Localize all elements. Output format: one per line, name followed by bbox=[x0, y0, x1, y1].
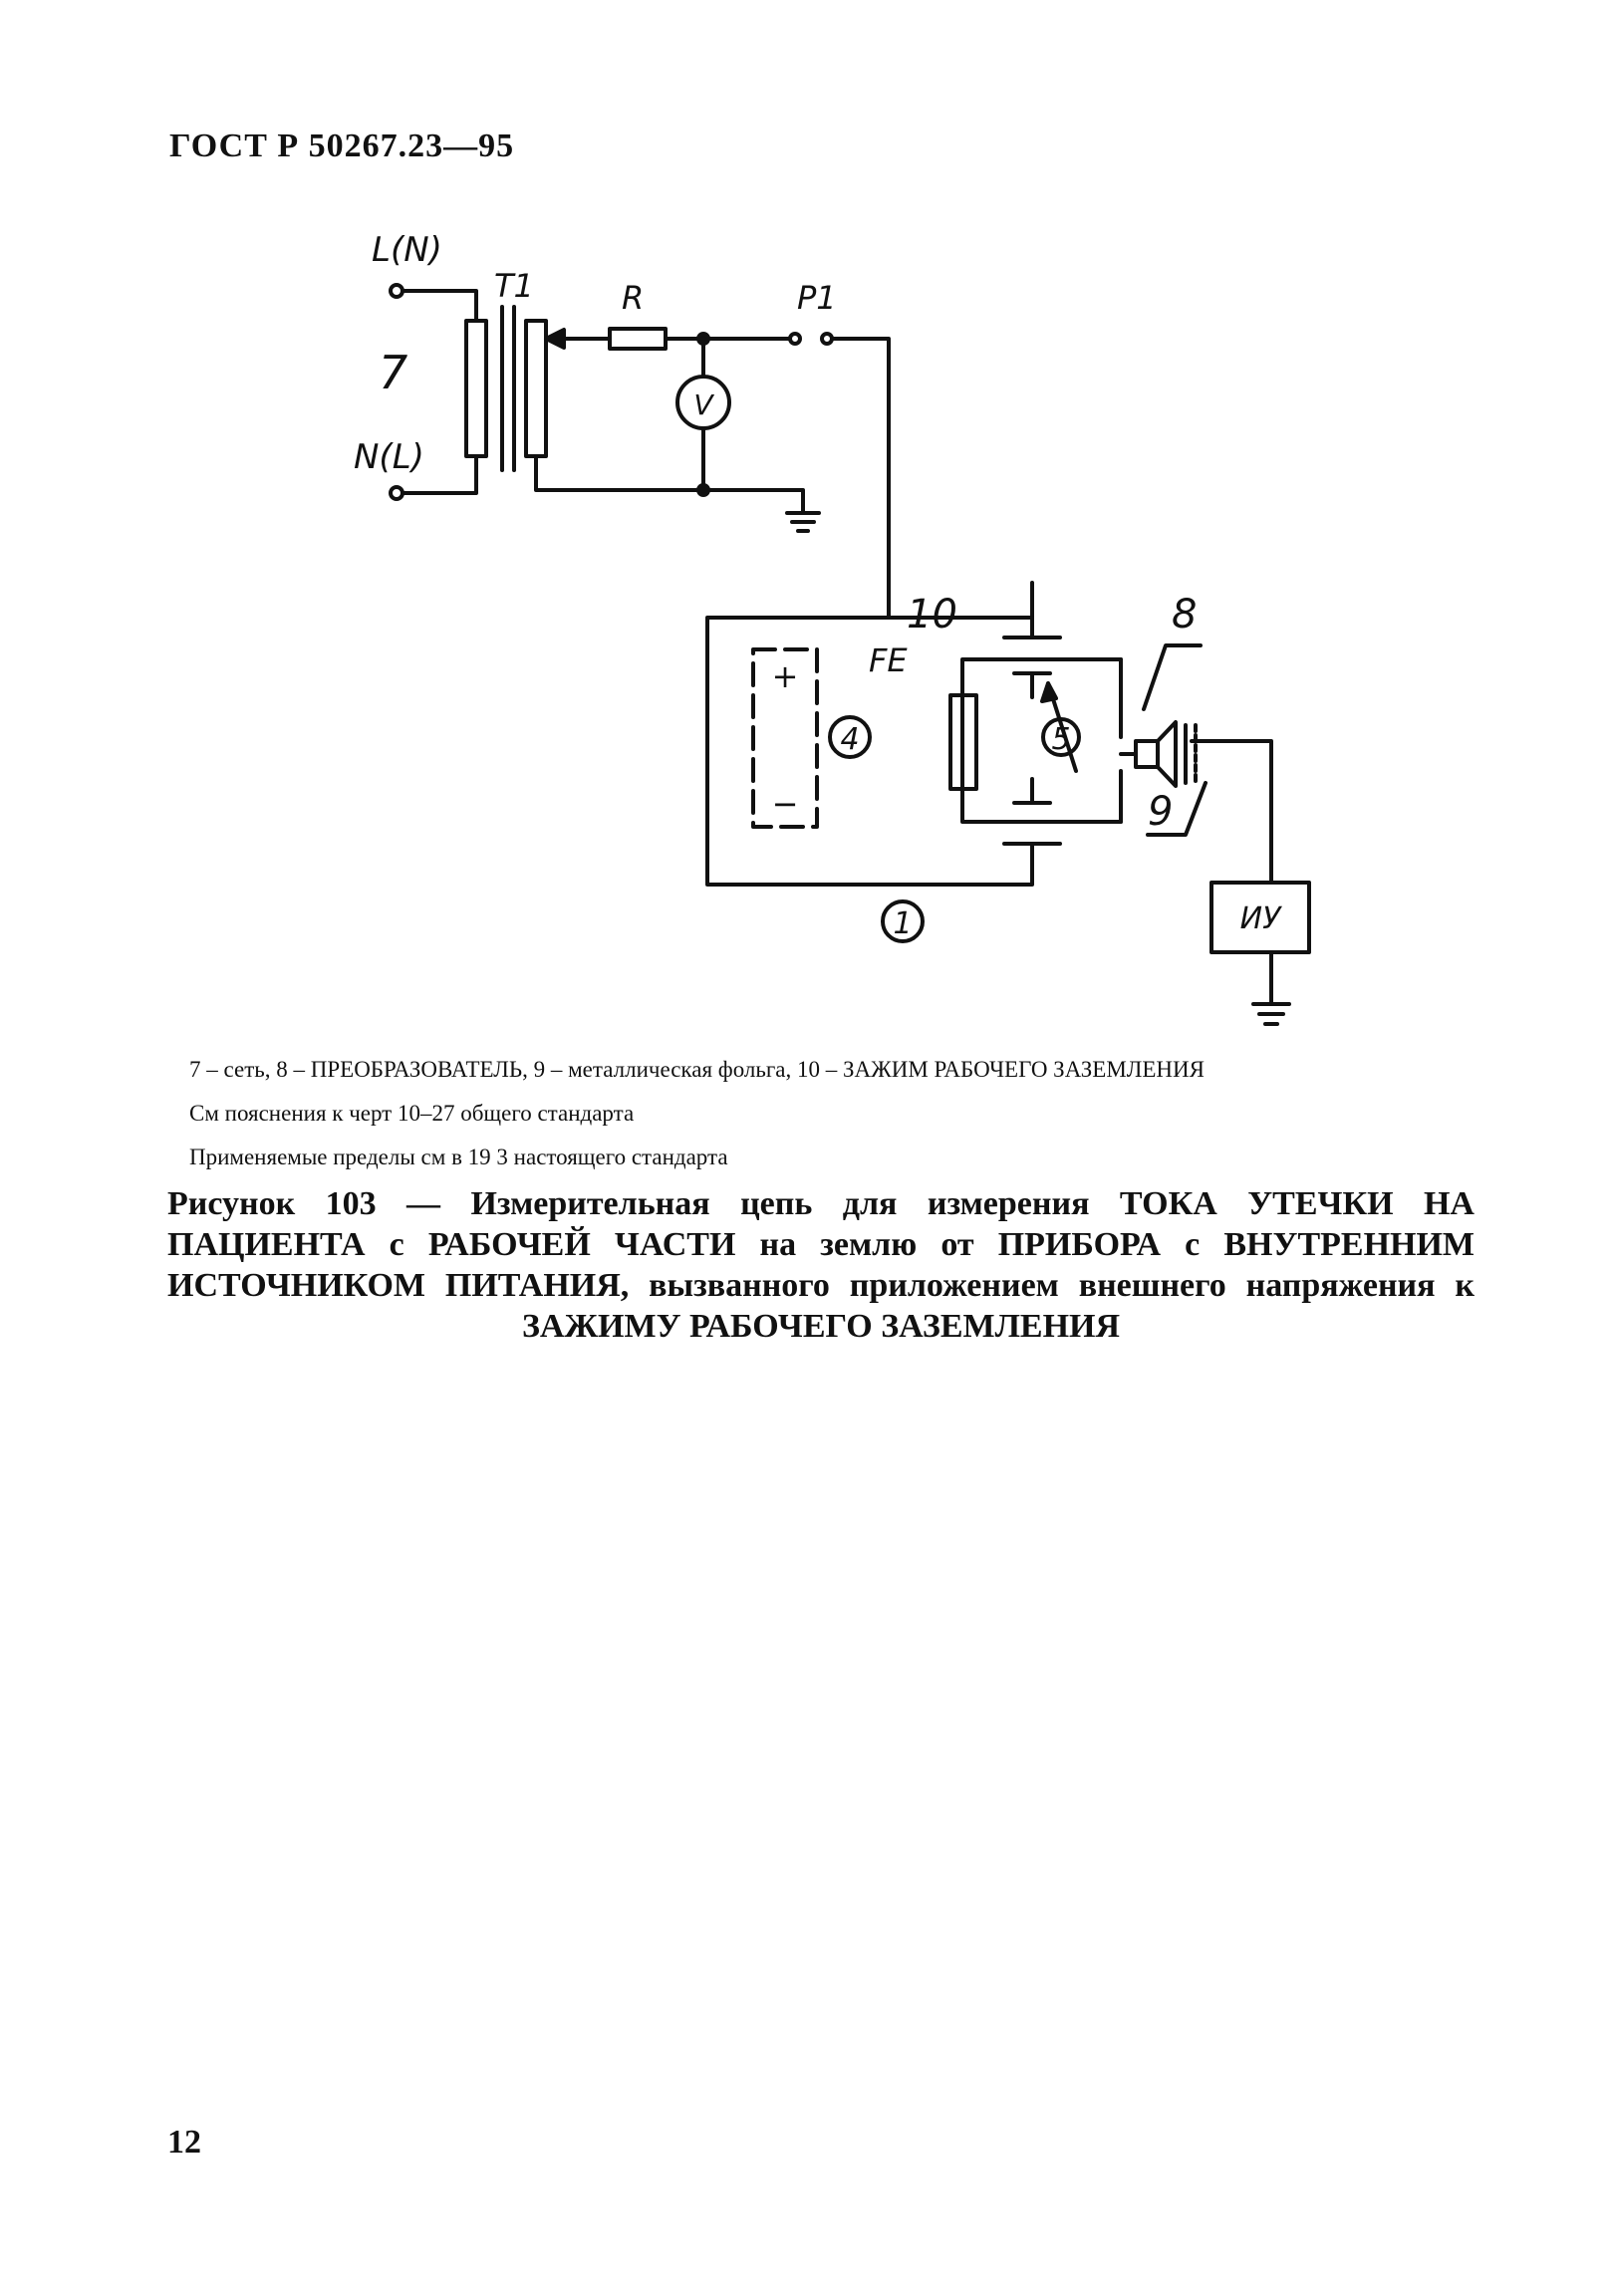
label-n-l: N(L) bbox=[354, 437, 424, 477]
measuring-device-box bbox=[1209, 881, 1311, 954]
applied-part-resistor bbox=[948, 693, 978, 791]
transformer-primary bbox=[464, 319, 488, 458]
switch-output-wire bbox=[830, 337, 891, 620]
label-minus: − bbox=[772, 785, 799, 823]
circled-4-ring bbox=[828, 715, 872, 759]
ground-symbol-bottom bbox=[1251, 1002, 1291, 1026]
label-10: 10 bbox=[907, 592, 957, 638]
label-8: 8 bbox=[1172, 592, 1197, 638]
legend-line-1: 7 – сеть, 8 – ПРЕОБРАЗОВАТЕЛЬ, 9 – метал… bbox=[189, 1057, 1205, 1082]
label-l-n: L(N) bbox=[372, 230, 442, 270]
transducer-cone bbox=[1156, 720, 1178, 788]
label-fe: FE bbox=[869, 641, 908, 679]
circled-1-ring bbox=[881, 899, 925, 943]
label-t1: T1 bbox=[494, 267, 534, 305]
tap-arrowhead bbox=[544, 328, 566, 350]
legend-line-3: Применяемые пределы см в 19 3 настоящего… bbox=[189, 1145, 728, 1169]
mains-wire-top bbox=[401, 289, 478, 323]
circled-5-ring bbox=[1041, 717, 1081, 757]
ground-symbol-top bbox=[785, 511, 821, 533]
page-number: 12 bbox=[167, 2124, 201, 2161]
label-1: 1 bbox=[893, 906, 912, 941]
figure-caption: Рисунок 103 — Измерительная цепь для изм… bbox=[167, 1185, 1475, 1345]
label-5: 5 bbox=[1051, 722, 1070, 757]
transformer-secondary bbox=[524, 319, 548, 458]
label-p1: P1 bbox=[797, 279, 837, 317]
mains-wire-bottom bbox=[401, 454, 478, 495]
label-9: 9 bbox=[1148, 789, 1173, 835]
variable-arrow-head bbox=[1040, 681, 1058, 703]
legend-line-2: См пояснения к черт 10–27 общего стандар… bbox=[189, 1101, 635, 1126]
label-plus: + bbox=[772, 657, 799, 695]
leader-9 bbox=[1146, 781, 1208, 837]
measuring-lead bbox=[1194, 739, 1273, 885]
leader-8 bbox=[1142, 643, 1203, 711]
internal-power-source bbox=[751, 647, 819, 829]
label-r: R bbox=[622, 279, 644, 317]
resistor-r bbox=[608, 327, 668, 351]
label-iu: ИУ bbox=[1240, 901, 1282, 936]
applied-part-frame bbox=[960, 657, 1123, 824]
switch-contact-left bbox=[788, 332, 802, 346]
figure-legend: 7 – сеть, 8 – ПРЕОБРАЗОВАТЕЛЬ, 9 – метал… bbox=[189, 1048, 1205, 1179]
label-v: V bbox=[693, 388, 714, 421]
label-4: 4 bbox=[840, 722, 859, 757]
enclosure-outline bbox=[705, 581, 1034, 887]
transducer-body bbox=[1134, 739, 1160, 769]
label-7: 7 bbox=[379, 346, 407, 399]
return-wire bbox=[534, 454, 805, 515]
document-code-header: ГОСТ Р 50267.23—95 bbox=[169, 128, 515, 164]
measuring-circuit-diagram: L(N) N(L) T1 R P1 V 7 10 FE 8 9 1 4 5 + … bbox=[354, 230, 1311, 1026]
